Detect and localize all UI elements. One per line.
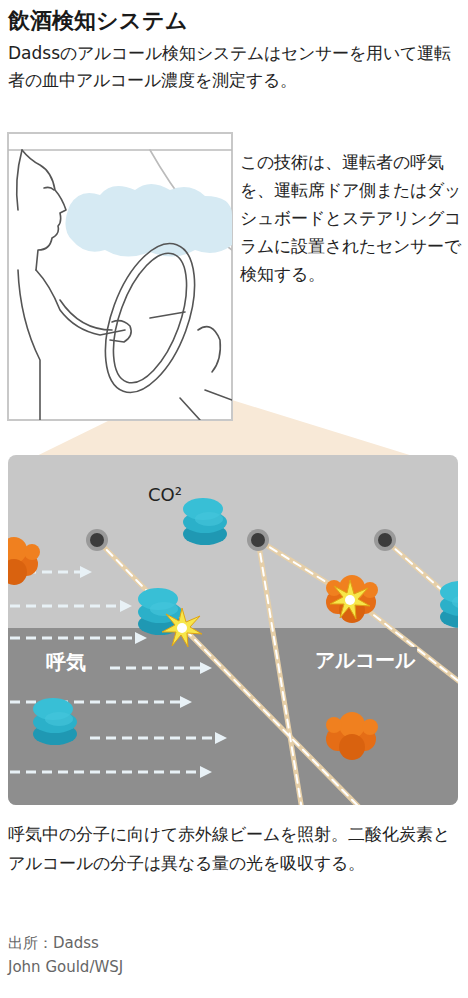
breath-label: 呼気 <box>44 649 88 675</box>
sensor-panel: CO² 呼気 アルコール <box>8 455 458 805</box>
title: 飲酒検知システム <box>8 6 188 36</box>
subtitle: Dadssのアルコール検知システムはセンサーを用いて運転者の血中アルコール濃度を… <box>8 40 466 94</box>
illustration-frame <box>8 133 232 420</box>
sensor-panel <box>8 455 458 805</box>
description-text: この技術は、運転者の呼気を、運転席ドア側またはダッシュボードとステアリングコラム… <box>240 148 462 288</box>
credit-note: John Gould/WSJ <box>8 956 123 978</box>
molecule-label: CO² <box>146 483 184 506</box>
source-note: 出所：Dadss <box>8 932 99 954</box>
driver-figure <box>8 150 232 420</box>
alcohol-label: アルコール <box>313 647 417 673</box>
caption: 呼気中の分子に向けて赤外線ビームを照射。二酸化炭素とアルコールの分子は異なる量の… <box>8 820 460 878</box>
